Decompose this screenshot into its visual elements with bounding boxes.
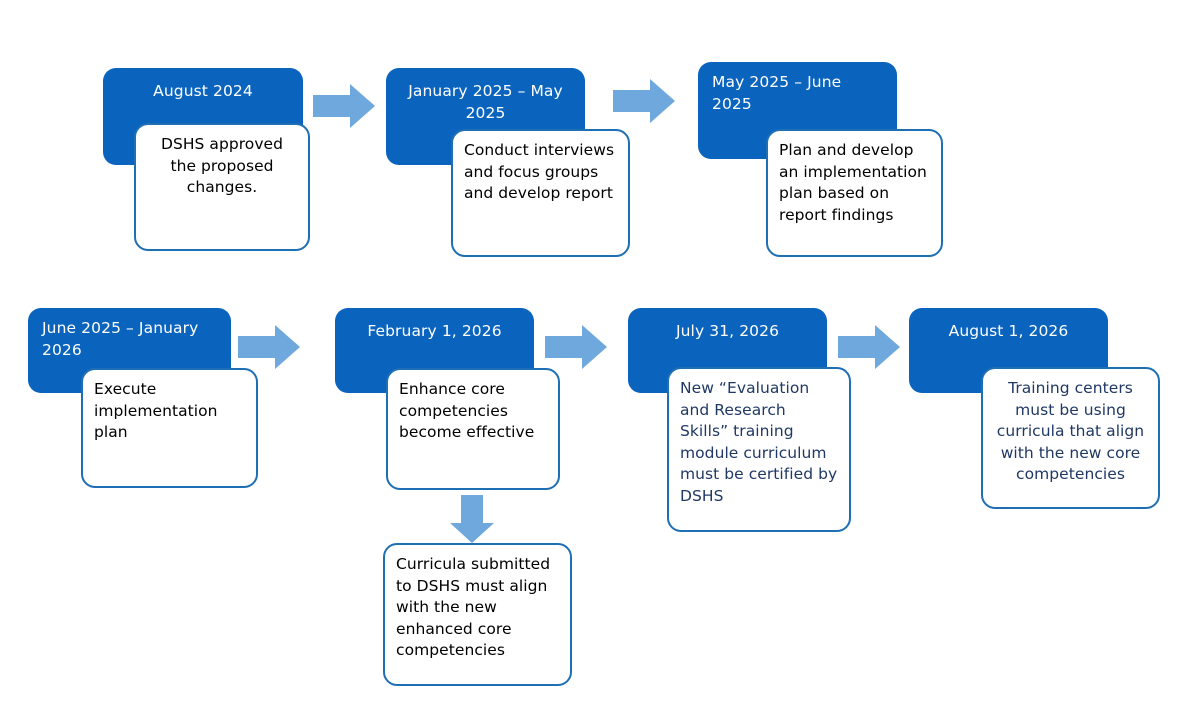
arrow-right-icon <box>238 325 300 369</box>
stage-4-note: Execute implementation plan <box>81 368 258 488</box>
arrow-right-icon <box>838 325 900 369</box>
arrow-right-icon <box>313 84 375 128</box>
arrow-right-icon <box>545 325 607 369</box>
stage-1-note: DSHS approved the proposed changes. <box>134 123 310 251</box>
arrow-down-icon <box>450 495 494 543</box>
branch-note-curricula: Curricula submitted to DSHS must align w… <box>383 543 572 686</box>
stage-3-note: Plan and develop an implementation plan … <box>766 129 943 257</box>
stage-5-note: Enhance core competencies become effecti… <box>386 368 560 490</box>
stage-7-note: Training centers must be using curricula… <box>981 367 1160 509</box>
arrow-right-icon <box>613 79 675 123</box>
stage-6-note: New “Evaluation and Research Skills” tra… <box>667 367 851 532</box>
stage-2-note: Conduct interviews and focus groups and … <box>451 129 630 257</box>
